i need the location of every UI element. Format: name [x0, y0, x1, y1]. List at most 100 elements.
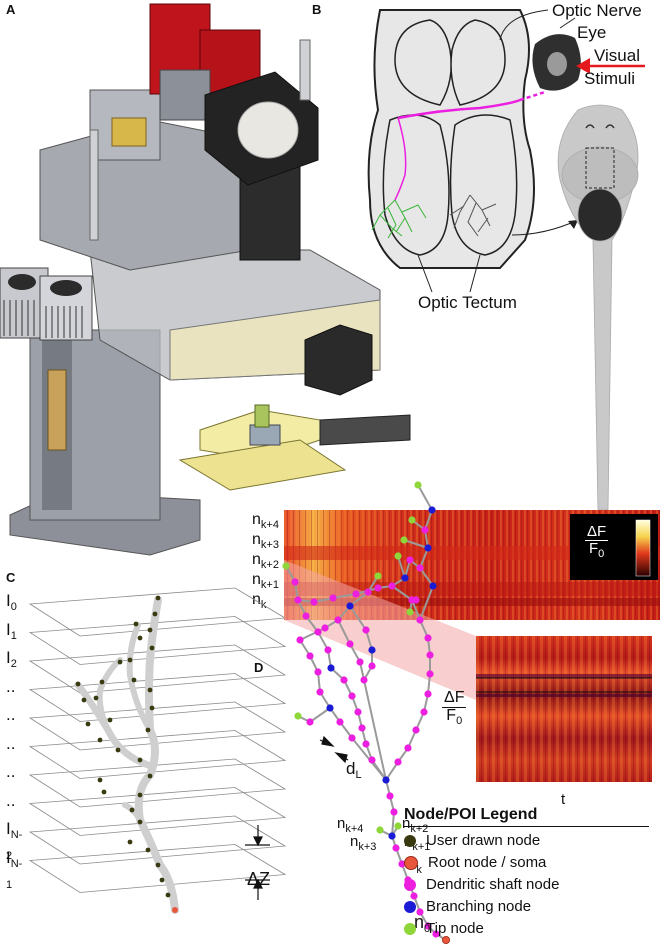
- layer-label: IN-1: [6, 847, 23, 891]
- dendritic-shaft-node: [416, 564, 424, 572]
- panel-a-letter: A: [6, 2, 16, 17]
- user-drawn-node: [93, 695, 99, 701]
- legend-item: Dendritic shaft node: [404, 876, 559, 893]
- detail-dff-label: ΔF F0: [442, 689, 467, 727]
- label-optic-nerve: Optic Nerve: [552, 1, 642, 20]
- tip-node: [394, 552, 402, 560]
- user-drawn-node: [147, 687, 153, 693]
- user-drawn-node: [147, 773, 153, 779]
- dendritic-shaft-node: [420, 708, 428, 716]
- layer-label: I2: [6, 648, 17, 670]
- dendritic-shaft-node: [406, 556, 414, 564]
- dendritic-shaft-node: [334, 616, 342, 624]
- dendritic-shaft-node: [356, 658, 364, 666]
- dendritic-shaft-node: [346, 640, 354, 648]
- calcium-heatmap-detail: [476, 636, 652, 782]
- dendritic-shaft-node: [354, 708, 362, 716]
- dendrite-edge: [397, 555, 406, 579]
- z-plane: [28, 701, 287, 751]
- legend-swatch: [404, 900, 416, 913]
- dendritic-shaft-node: [426, 651, 434, 659]
- dendritic-shaft-node: [394, 758, 402, 766]
- z-plane: [28, 787, 287, 836]
- dendrite-edge: [349, 591, 369, 607]
- layer-label: ..: [6, 705, 16, 724]
- z-plane: [28, 730, 287, 779]
- dendritic-shaft-node: [316, 688, 324, 696]
- user-drawn-node: [137, 635, 143, 641]
- time-axis-label: t: [561, 791, 566, 808]
- layer-label: I1: [6, 619, 17, 642]
- branching-node: [346, 602, 354, 610]
- dl-label: dL: [346, 759, 362, 781]
- user-drawn-node: [101, 789, 107, 795]
- tip-node: [374, 572, 382, 580]
- tip-node: [408, 516, 416, 524]
- optic-nerve-path: [397, 98, 521, 120]
- branching-node: [388, 832, 396, 840]
- branching-node: [401, 574, 409, 582]
- layer-label: ..: [6, 762, 16, 781]
- graph-node-label: nk+4: [337, 815, 364, 835]
- legend-title: Node/POI Legend: [404, 806, 649, 827]
- dendrite-edge: [363, 679, 387, 781]
- user-drawn-node: [107, 717, 113, 723]
- dendritic-shaft-node: [314, 628, 322, 636]
- dendritic-shaft-node: [398, 860, 406, 868]
- dendritic-shaft-node: [306, 652, 314, 660]
- legend-item: Root node / soma: [404, 854, 546, 871]
- dendritic-shaft-node: [424, 634, 432, 642]
- dendritic-shaft-node: [336, 718, 344, 726]
- dendritic-shaft-node: [314, 668, 322, 676]
- colorbar-numerator: ΔF: [585, 523, 609, 541]
- user-drawn-node: [97, 737, 103, 743]
- legend-label: Root node / soma: [428, 854, 547, 871]
- legend-swatch: [404, 855, 418, 870]
- label-optic-tectum: Optic Tectum: [418, 293, 517, 312]
- user-drawn-node: [99, 679, 105, 685]
- colorbar: [635, 519, 651, 577]
- z-plane: [28, 673, 287, 722]
- dendritic-shaft-node: [390, 808, 398, 816]
- tip-node: [282, 562, 290, 570]
- legend-item: User drawn node: [404, 832, 540, 849]
- tip-node: [376, 826, 384, 834]
- z-plane: [28, 616, 287, 665]
- user-drawn-node: [149, 645, 155, 651]
- dendrite-edge: [332, 593, 357, 599]
- dendritic-shaft-node: [424, 922, 432, 930]
- gold-stage: [111, 117, 147, 147]
- tip-node: [294, 712, 302, 720]
- user-drawn-node: [81, 697, 87, 703]
- user-drawn-node: [127, 839, 133, 845]
- user-drawn-node: [159, 877, 165, 883]
- legend-label: User drawn node: [426, 832, 541, 849]
- layer-label: I0: [6, 591, 17, 613]
- user-drawn-node: [85, 721, 91, 727]
- dendritic-shaft-node: [368, 662, 376, 670]
- heatmap-row-label: nk+2: [252, 551, 279, 571]
- user-drawn-node: [129, 807, 135, 813]
- tip-node: [400, 536, 408, 544]
- soma-node: [172, 907, 178, 913]
- z-plane: [28, 758, 287, 808]
- user-drawn-node: [155, 595, 161, 601]
- legend-swatch: [404, 834, 416, 847]
- dendritic-shaft-node: [358, 724, 366, 732]
- dendritic-shaft-node: [386, 792, 394, 800]
- zebrafish: [557, 104, 639, 511]
- dendrite-edge: [403, 539, 429, 549]
- layer-label: ..: [6, 676, 16, 696]
- user-drawn-node: [155, 862, 161, 868]
- dendritic-shaft-node: [294, 596, 302, 604]
- branching-node: [429, 582, 437, 590]
- user-drawn-node: [137, 792, 143, 798]
- user-drawn-node: [145, 727, 151, 733]
- layer-label: ..: [6, 733, 16, 753]
- dendritic-shaft-node: [302, 612, 310, 620]
- black-module: [304, 324, 373, 396]
- delta-z-indicator: [245, 825, 270, 900]
- dendritic-shaft-node: [404, 744, 412, 752]
- label-eye: Eye: [577, 23, 607, 42]
- dendritic-shaft-node: [374, 584, 382, 592]
